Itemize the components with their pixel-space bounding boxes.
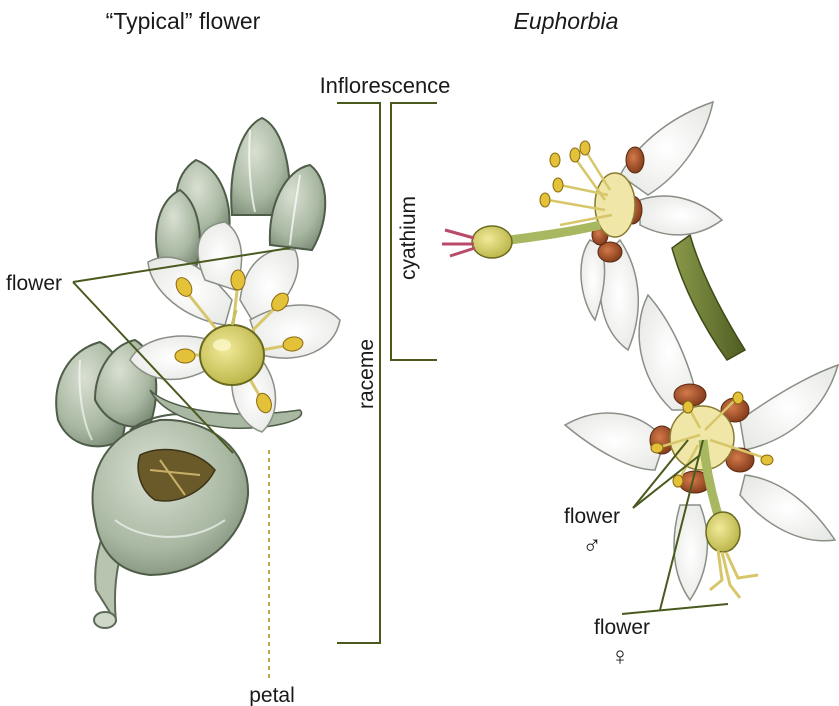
euphorbia-upper-cyathium (442, 102, 745, 360)
label-flower-left: flower (6, 272, 62, 295)
male-symbol: ♂ (582, 530, 602, 560)
ovary (200, 325, 264, 385)
raceme-illustration (56, 118, 340, 628)
title-typical-flower: “Typical” flower (106, 8, 261, 34)
title-euphorbia: Euphorbia (514, 8, 619, 34)
label-cyathium: cyathium (397, 196, 420, 280)
label-inflorescence: Inflorescence (320, 73, 451, 98)
female-symbol: ♀ (610, 641, 630, 671)
label-flower-male: flower (564, 505, 620, 528)
label-petal: petal (249, 684, 295, 706)
label-raceme: raceme (355, 339, 378, 409)
label-flower-female: flower (594, 616, 650, 639)
